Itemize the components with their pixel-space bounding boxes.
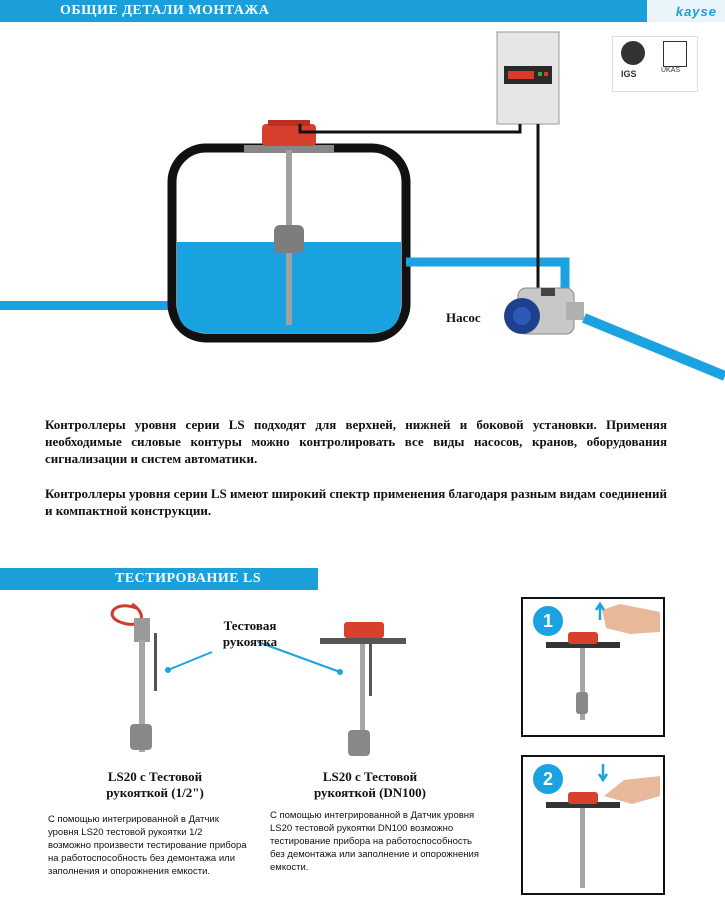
item1-title-line1: LS20 с Тестовой [107,769,203,784]
down-arrow-icon [597,764,609,783]
ukas-crown-icon [663,41,687,67]
item1-title: LS20 с Тестовой рукояткой (1/2") [80,769,230,801]
brand-name: kayse [675,4,717,19]
tank-level-sensor [244,120,334,325]
discharge-pipe [582,313,725,381]
paragraph-installation: Контроллеры уровня серии LS подходят для… [45,417,667,466]
step-2-number: 2 [543,769,553,789]
handle-pointer-right [257,641,341,673]
brand-logo: kayse [647,0,725,22]
item2-title-line2: рукояткой (DN100) [313,785,427,800]
ls20-half-inch-product [110,602,157,752]
test-handle-label-line2: рукоятка [222,634,278,649]
test-step-2-frame [521,755,665,895]
item2-title-line1: LS20 с Тестовой [322,769,418,784]
certification-logos: IGS UKAS [612,36,698,92]
item1-description: С помощью интегрированной в Датчик уровн… [48,814,247,877]
control-box [496,31,560,125]
step-2-badge [533,764,563,794]
hand-icon [604,776,660,804]
sensor-cable [298,124,522,134]
test-step-1-frame [521,597,665,737]
header-title: ОБЩИЕ ДЕТАЛИ МОНТАЖА [60,3,270,18]
pump-label: Насос [446,310,481,325]
ukas-logo-text: UKAS [661,67,681,74]
test-handle-label: Тестовая рукоятка [210,618,290,650]
outlet-pipe [406,257,570,288]
ls20-dn100-product [320,622,406,756]
step-1-badge [533,606,563,636]
hand-icon [602,604,660,634]
paragraph-application: Контроллеры уровня серии LS имеют широки… [45,486,667,518]
header-banner: ОБЩИЕ ДЕТАЛИ МОНТАЖА kayse [0,0,725,22]
item2-title: LS20 с Тестовой рукояткой (DN100) [290,769,450,801]
item2-description: С помощью интегрированной в Датчик уровн… [270,810,479,873]
testing-banner: ТЕСТИРОВАНИЕ LS [0,568,318,590]
up-arrow-icon [594,601,606,620]
iso-seal-icon [621,41,645,65]
inlet-pipe [0,301,178,310]
handle-pointer-left [167,651,213,671]
item1-title-line2: рукояткой (1/2") [106,785,204,800]
step-1-number: 1 [543,611,553,631]
testing-title: ТЕСТИРОВАНИЕ LS [115,571,262,586]
pump [504,287,584,335]
igs-logo-text: IGS [621,69,637,79]
test-handle-label-line1: Тестовая [223,618,277,633]
